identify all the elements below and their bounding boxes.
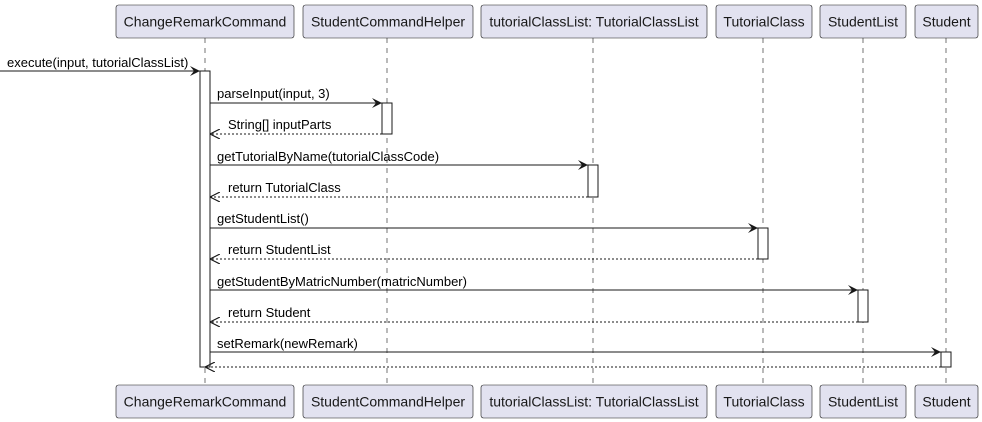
participant-bottom-crc: ChangeRemarkCommand (115, 384, 295, 419)
participant-box (302, 4, 474, 39)
call-message: execute(input, tutorialClassList) (0, 55, 200, 76)
participant-label: tutorialClassList: TutorialClassList (489, 394, 698, 410)
participant-box (715, 4, 813, 39)
activation-bar-st (940, 351, 952, 368)
participant-box (819, 4, 907, 39)
participant-top-st: Student (914, 4, 979, 39)
call-message: getStudentList() (210, 211, 758, 233)
message-label: parseInput(input, 3) (217, 86, 330, 101)
message-label: execute(input, tutorialClassList) (7, 55, 188, 70)
return-message: return TutorialClass (210, 180, 588, 197)
participant-label: Student (922, 14, 970, 30)
participant-box (480, 4, 708, 39)
participant-label: TutorialClass (723, 394, 804, 410)
participant-top-sl: StudentList (819, 4, 907, 39)
message-label: getStudentList() (217, 211, 309, 226)
participant-box (819, 384, 907, 419)
participant-label: StudentCommandHelper (311, 394, 465, 410)
call-message: getStudentByMatricNumber(matricNumber) (210, 274, 858, 295)
message-label: String[] inputParts (228, 117, 332, 132)
activation-bar-sl (857, 289, 869, 323)
message-label: return Student (228, 305, 311, 320)
participant-label: StudentList (828, 14, 898, 30)
message-label: getTutorialByName(tutorialClassCode) (217, 149, 439, 164)
call-message: getTutorialByName(tutorialClassCode) (210, 149, 588, 170)
call-message: setRemark(newRemark) (210, 336, 941, 357)
participant-label: Student (922, 394, 970, 410)
participant-bottom-sch: StudentCommandHelper (302, 384, 474, 419)
participant-box (914, 4, 979, 39)
participant-label: TutorialClass (723, 14, 804, 30)
activation-bar-tc (757, 227, 769, 260)
participant-box (302, 384, 474, 419)
participant-bottom-st: Student (914, 384, 979, 419)
participant-box (115, 384, 295, 419)
message-label: return TutorialClass (228, 180, 341, 195)
participant-top-crc: ChangeRemarkCommand (115, 4, 295, 39)
participant-bottom-sl: StudentList (819, 384, 907, 419)
activation-bar-crc (199, 70, 211, 368)
participant-label: ChangeRemarkCommand (124, 394, 287, 410)
participant-top-tcl: tutorialClassList: TutorialClassList (480, 4, 708, 39)
participant-top-tc: TutorialClass (715, 4, 813, 39)
return-message: return Student (210, 305, 858, 322)
call-message: parseInput(input, 3) (210, 86, 382, 108)
participant-bottom-tc: TutorialClass (715, 384, 813, 419)
participant-label: StudentCommandHelper (311, 14, 465, 30)
participant-top-sch: StudentCommandHelper (302, 4, 474, 39)
message-label: setRemark(newRemark) (217, 336, 358, 351)
message-label: return StudentList (228, 242, 331, 257)
participant-box (715, 384, 813, 419)
participant-box (480, 384, 708, 419)
participant-label: tutorialClassList: TutorialClassList (489, 14, 698, 30)
activation-bar-sch (381, 102, 393, 135)
participant-box (914, 384, 979, 419)
return-message: return StudentList (210, 242, 758, 259)
activation-bar-tcl (587, 164, 599, 198)
return-message: String[] inputParts (210, 117, 382, 134)
participant-bottom-tcl: tutorialClassList: TutorialClassList (480, 384, 708, 419)
participant-label: StudentList (828, 394, 898, 410)
message-label: getStudentByMatricNumber(matricNumber) (217, 274, 467, 289)
participant-box (115, 4, 295, 39)
participant-label: ChangeRemarkCommand (124, 14, 287, 30)
